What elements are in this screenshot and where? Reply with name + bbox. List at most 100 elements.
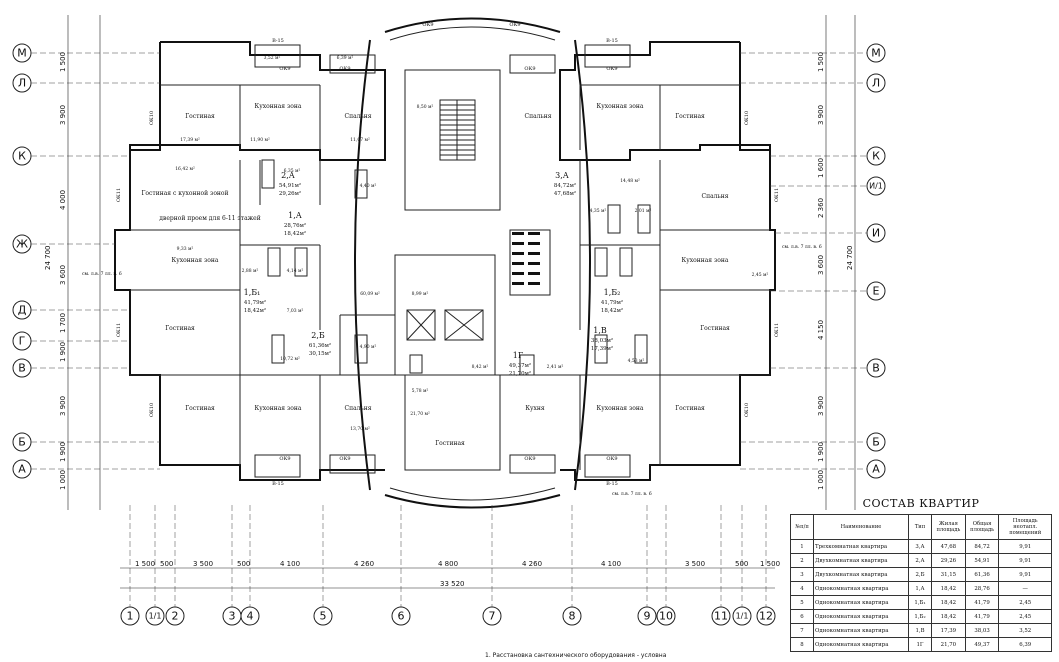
axis-col-6 bbox=[391, 606, 411, 626]
area-label: 4,14 м² bbox=[287, 268, 304, 274]
axis-row-right-a-label: А bbox=[872, 463, 880, 476]
col-header-type: Тип bbox=[908, 514, 932, 540]
axis-row-right-i1 bbox=[866, 176, 886, 196]
apt-live-3a: 47,68м² bbox=[554, 190, 576, 197]
left-partitions bbox=[130, 84, 395, 470]
axis-row-right-m-label: М bbox=[871, 47, 881, 60]
axis-row-left-b-label: Б bbox=[18, 436, 26, 449]
apartment-codes: 2,А 54,91м² 29,26м² 3,А 84,72м² 47,68м² … bbox=[244, 171, 623, 377]
apt-area-3a: 84,72м² bbox=[554, 182, 576, 189]
cell: 2,45 bbox=[998, 609, 1052, 624]
apt-code-1g: 1Г bbox=[513, 351, 523, 360]
axis-row-left-l-label: Л bbox=[18, 77, 26, 90]
cell: 41,79 bbox=[964, 609, 1000, 624]
apt-live-1g: 21,70м² bbox=[509, 370, 531, 377]
dim-bottom-7: 4 800 bbox=[438, 560, 458, 568]
schedule-header-row: №п/п Наименование Тип Жилая площадь Обща… bbox=[790, 514, 1052, 540]
cell: 54,91 bbox=[964, 553, 1000, 568]
area-label: 8,99 м² bbox=[412, 291, 429, 297]
cell: Однокомнатная квартира bbox=[813, 623, 909, 638]
area-label: 13,70 м² bbox=[350, 426, 370, 432]
area-label: 5,78 м² bbox=[412, 388, 429, 394]
axis-col-3-label: 3 bbox=[229, 610, 236, 623]
cell: 21,70 bbox=[931, 637, 966, 652]
apt-live-1b1: 18,42м² bbox=[244, 307, 266, 314]
cell: 61,36 bbox=[964, 567, 1000, 582]
left-wing-outline bbox=[114, 41, 386, 481]
fixtures bbox=[261, 159, 651, 376]
room-gostinaya-tr: Гостиная bbox=[675, 113, 705, 120]
axis-row-left-k-label: К bbox=[18, 150, 26, 163]
window-label: В-15 bbox=[272, 481, 284, 487]
cell: 9,91 bbox=[998, 553, 1052, 568]
apt-code-1b1: 1,Б₁ bbox=[244, 288, 261, 297]
cell: 29,26 bbox=[931, 553, 966, 568]
apt-live-2b: 30,15м² bbox=[309, 350, 331, 357]
area-label: 7,03 м² bbox=[287, 308, 304, 314]
area-label: 4,35 м² bbox=[590, 208, 607, 214]
window-label: ОК11 bbox=[774, 323, 780, 337]
axis-row-right-k bbox=[866, 146, 886, 166]
right-axis-rows: М Л К И/1 И Е В Б А bbox=[866, 43, 886, 479]
right-dimension-chain bbox=[825, 15, 856, 510]
area-label: 14,48 м² bbox=[620, 178, 640, 184]
window-label: ОК9 bbox=[524, 66, 535, 72]
room-kuhonnaya-br: Кухонная зона bbox=[597, 405, 644, 412]
area-label: 11,07 м² bbox=[350, 137, 370, 143]
dim-left-1: 1 500 bbox=[59, 52, 67, 72]
cell: 17,39 bbox=[931, 623, 966, 638]
window-label: ОК11 bbox=[116, 188, 122, 202]
area-label: 2,41 м² bbox=[547, 364, 564, 370]
window-label: ОК9 bbox=[422, 22, 433, 28]
curved-side-left bbox=[354, 39, 371, 491]
right-partitions bbox=[499, 84, 770, 470]
cell: 6,39 bbox=[998, 637, 1052, 652]
dim-bottom-2: 500 bbox=[160, 560, 173, 568]
left-axis-rows: М Л К Ж Д Г В Б А bbox=[12, 43, 32, 479]
cell: 28,76 bbox=[964, 581, 1000, 596]
axis-col-1-1-label: 1/1 bbox=[149, 612, 162, 621]
left-axis-lines bbox=[31, 52, 160, 470]
dim-right-2: 3 900 bbox=[817, 105, 825, 125]
axis-col-8 bbox=[562, 606, 582, 626]
cell: 47,68 bbox=[931, 539, 966, 554]
axis-row-right-l-label: Л bbox=[872, 77, 880, 90]
window-label: ОК11 bbox=[774, 188, 780, 202]
axis-row-right-v bbox=[866, 358, 886, 378]
cell: 1Г bbox=[908, 637, 932, 652]
cell: 31,15 bbox=[931, 567, 966, 582]
area-label: 11,90 м² bbox=[250, 137, 270, 143]
col-header-name: Наименование bbox=[813, 514, 909, 540]
cell: 9,91 bbox=[998, 539, 1052, 554]
apartment-schedule: СОСТАВ КВАРТИР №п/п Наименование Тип Жил… bbox=[790, 497, 1052, 652]
axis-col-7 bbox=[482, 606, 502, 626]
dim-left-4: 3 600 bbox=[59, 265, 67, 285]
area-label: 2,45 м² bbox=[752, 272, 769, 278]
apt-area-1b2: 41,79м² bbox=[601, 299, 623, 306]
cell: 1,Б₂ bbox=[908, 609, 932, 624]
dim-bottom-11: 500 bbox=[735, 560, 748, 568]
window-label: ОК9 bbox=[606, 456, 617, 462]
axis-row-right-b-label: Б bbox=[872, 436, 880, 449]
cell: 41,79 bbox=[964, 595, 1000, 610]
area-label: 9,33 м² bbox=[177, 246, 194, 252]
dim-left-9: 1 000 bbox=[59, 470, 67, 490]
area-label: 6,39 м² bbox=[337, 55, 354, 61]
axis-col-4 bbox=[240, 606, 260, 626]
axis-row-right-i1-label: И/1 bbox=[869, 182, 883, 191]
window-label: В-15 bbox=[606, 481, 618, 487]
room-kuhonnaya-bl: Кухонная зона bbox=[255, 405, 302, 412]
note-sm-list: см. л.в. 7 лл. в. 6 bbox=[782, 244, 822, 250]
dim-bottom-4: 500 bbox=[237, 560, 250, 568]
area-label: 4,40 м² bbox=[360, 183, 377, 189]
cell: 18,42 bbox=[931, 609, 966, 624]
room-gostinaya-tl: Гостиная bbox=[185, 113, 215, 120]
axis-col-5 bbox=[313, 606, 333, 626]
apt-area-1b1: 41,79м² bbox=[244, 299, 266, 306]
curved-facade-top-inner bbox=[389, 26, 556, 41]
